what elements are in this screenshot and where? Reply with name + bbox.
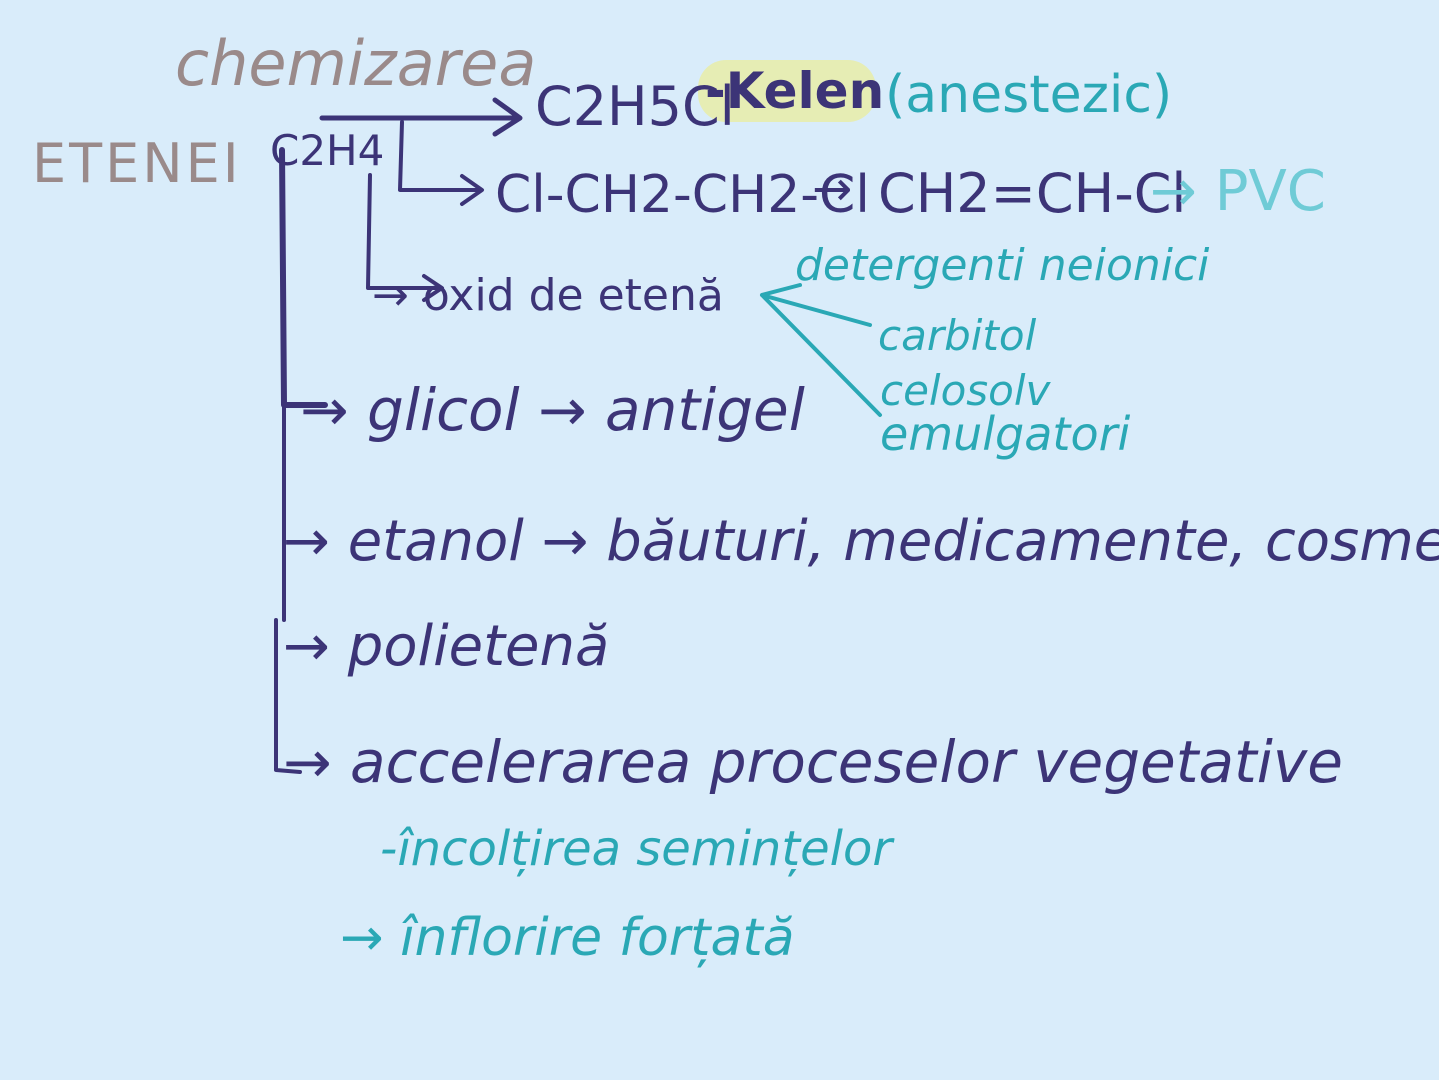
kelen-formula: C2H5Cl: [535, 75, 735, 138]
kelen-note: (anestezic): [885, 65, 1172, 125]
oxid-use-2: carbitol: [878, 311, 1037, 360]
arrow-to-kelen: [319, 97, 523, 137]
oxid-use-1: detergenti neionici: [795, 240, 1210, 291]
kelen-highlight: [698, 60, 876, 122]
list-item-etanol: → etanol → băuturi, medicamente, cosmeti…: [283, 509, 1439, 574]
formula-c2h4: C2H4: [270, 126, 384, 175]
vegetative-sub-1: -încolțirea semințelor: [380, 821, 895, 877]
arrow-to-oxid: [366, 173, 444, 302]
pvc-arrow: →: [812, 161, 852, 217]
vegetative-sub-2: → înflorire forțată: [340, 908, 795, 968]
oxid-label: → oxid de etenă: [372, 270, 724, 321]
oxid-use-3: celosolv: [880, 366, 1052, 415]
main-bracket-bottom: [274, 403, 302, 774]
list-item-glicol: → glicol → antigel: [300, 376, 805, 444]
pvc-step2: CH2=CH-Cl: [878, 162, 1186, 225]
list-item-polietena: → polietenă: [283, 614, 609, 679]
list-item-accelerarea: → accelerarea proceselor vegetative: [283, 728, 1343, 796]
arrow-to-dichloro: [398, 120, 484, 206]
pvc-result: → PVC: [1150, 159, 1326, 224]
oxid-use-4: emulgatori: [880, 407, 1131, 461]
kelen-name: -Kelen: [705, 62, 884, 120]
pvc-step1: Cl-CH2-CH2-Cl: [495, 165, 870, 225]
title-chemizarea: chemizarea: [175, 27, 536, 100]
main-bracket-top: [279, 147, 328, 408]
oxid-use-arrows: [760, 283, 882, 417]
subject-etenei: ETENEI: [32, 132, 242, 195]
